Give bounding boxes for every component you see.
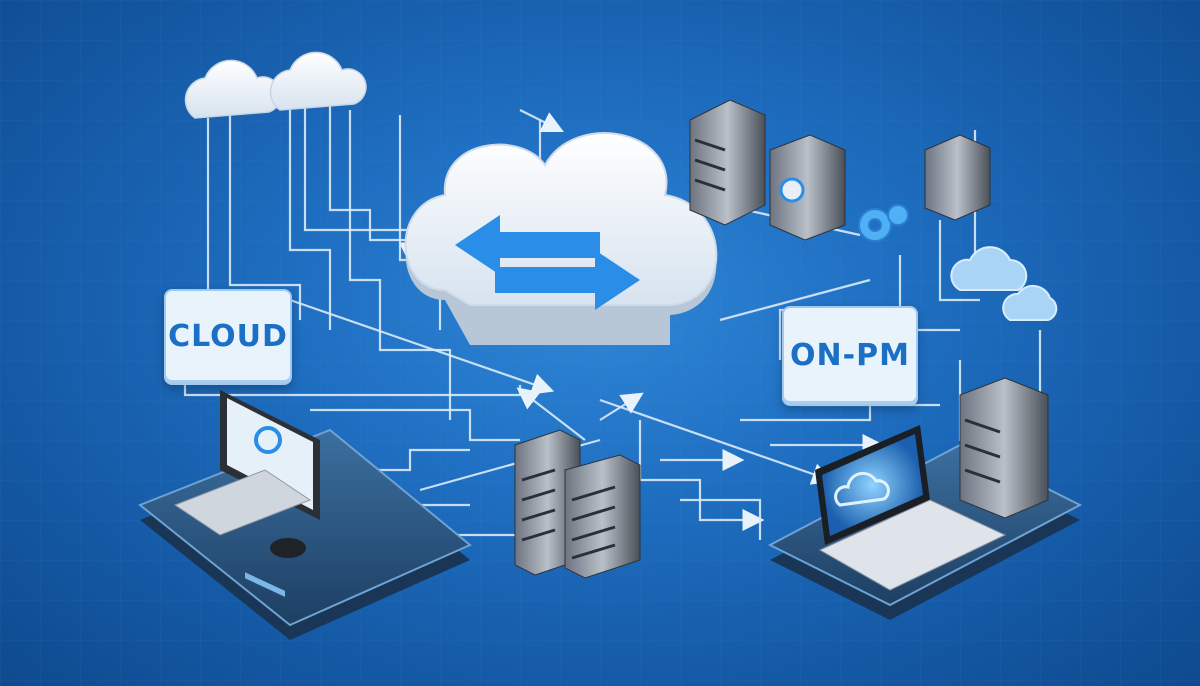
server-rack-icon bbox=[959, 377, 1049, 519]
cloud-icon bbox=[950, 246, 1058, 321]
laptop-cloud-icon bbox=[815, 425, 1007, 591]
onprem-label: ON-PM bbox=[782, 306, 918, 406]
server-rack-icon bbox=[514, 429, 641, 579]
cloud-icon bbox=[269, 51, 367, 111]
cloud-sync-arrows-icon bbox=[404, 132, 718, 345]
server-rack-icon bbox=[689, 99, 766, 226]
server-rack-icon bbox=[924, 134, 991, 221]
cloud-label: CLOUD bbox=[164, 289, 292, 385]
gear-icon bbox=[858, 204, 909, 242]
cloud-label-text: CLOUD bbox=[168, 319, 288, 354]
desktop-monitor-icon bbox=[173, 390, 320, 597]
connector-lines bbox=[183, 100, 1042, 540]
onprem-label-text: ON-PM bbox=[790, 338, 910, 373]
server-rack-icon bbox=[769, 134, 846, 241]
